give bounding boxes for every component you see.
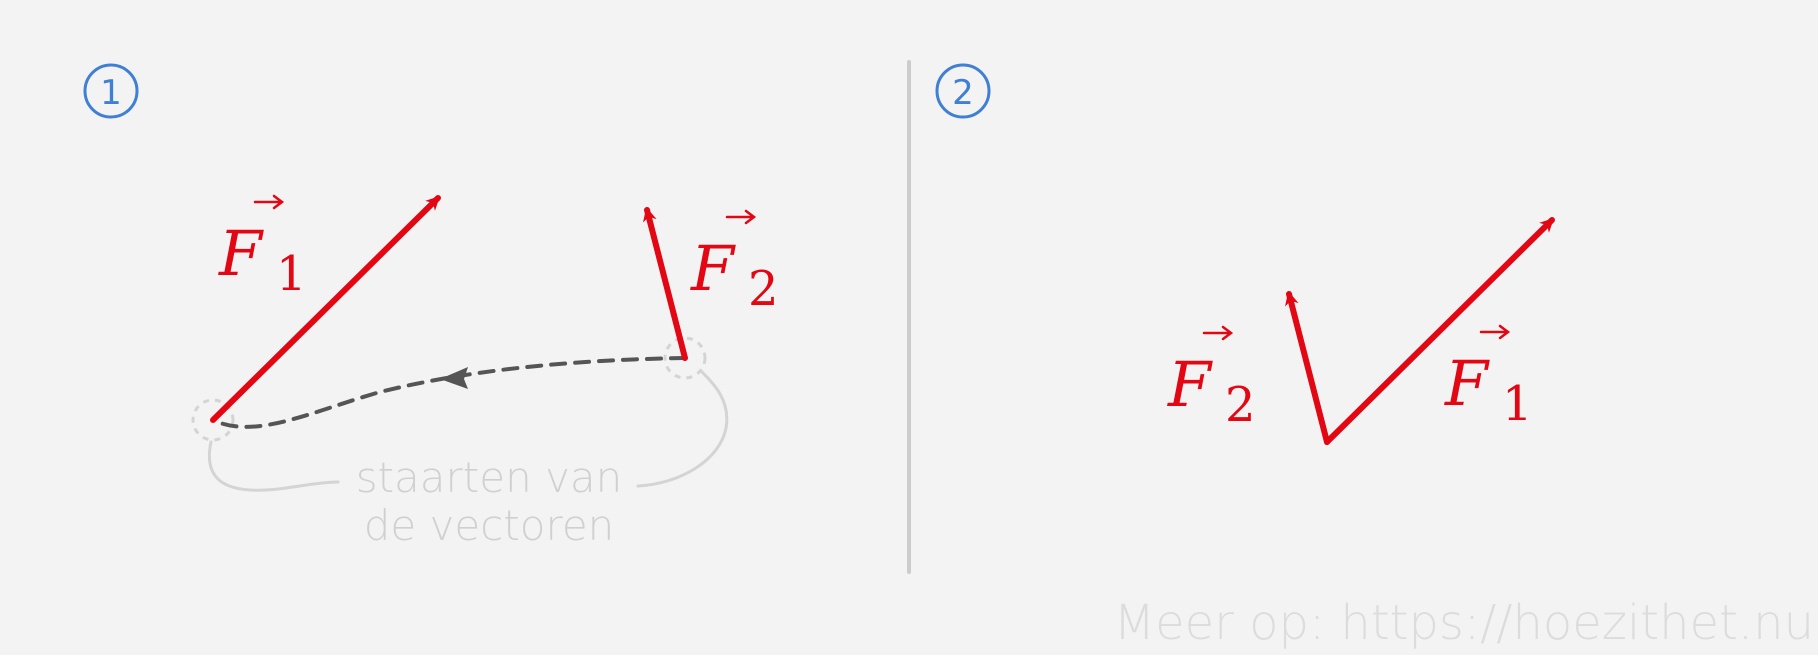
label-f1-symbol: F: [218, 217, 264, 290]
vector-f2-panel2: [1285, 291, 1330, 445]
step-1-indicator: 1: [83, 63, 139, 119]
tails-annotation-line-1: staarten van: [355, 453, 623, 502]
vector-f2: [643, 207, 688, 361]
label-f1-panel2: F 1: [1444, 324, 1533, 432]
label-f1: F 1: [218, 194, 307, 302]
annotation-connector-left: [207, 440, 340, 492]
step-2-number: 2: [952, 73, 974, 113]
label-f2-panel2: F 2: [1167, 325, 1256, 433]
label-f2-subscript: 2: [748, 261, 779, 317]
annotation-connector-right: [636, 370, 729, 488]
step-1-number: 1: [100, 73, 122, 113]
label-f1-panel2-subscript: 1: [1502, 376, 1533, 432]
label-f1-panel2-symbol: F: [1444, 347, 1490, 420]
label-f2-symbol: F: [690, 232, 736, 305]
translation-arrowhead: [440, 367, 468, 389]
label-f2-panel2-symbol: F: [1167, 348, 1213, 421]
vector-f1-panel2: [1324, 217, 1555, 445]
tail-marker-f1: [191, 398, 235, 442]
step-2-indicator: 2: [935, 63, 991, 119]
panel-1: F 1 F 2: [191, 194, 779, 492]
panel-2: F 2 F 1: [1167, 217, 1555, 445]
vector-f1: [210, 195, 441, 423]
label-f1-subscript: 1: [276, 246, 307, 302]
label-f2-panel2-subscript: 2: [1225, 377, 1256, 433]
tail-marker-f2: [663, 336, 707, 380]
tails-annotation-line-2: de vectoren: [363, 501, 615, 550]
footer-credit: Meer op: https://hoezithet.nu: [1113, 595, 1814, 651]
label-f2: F 2: [690, 209, 779, 317]
tails-annotation: staarten van de vectoren: [339, 454, 639, 550]
translation-path: [211, 356, 687, 429]
